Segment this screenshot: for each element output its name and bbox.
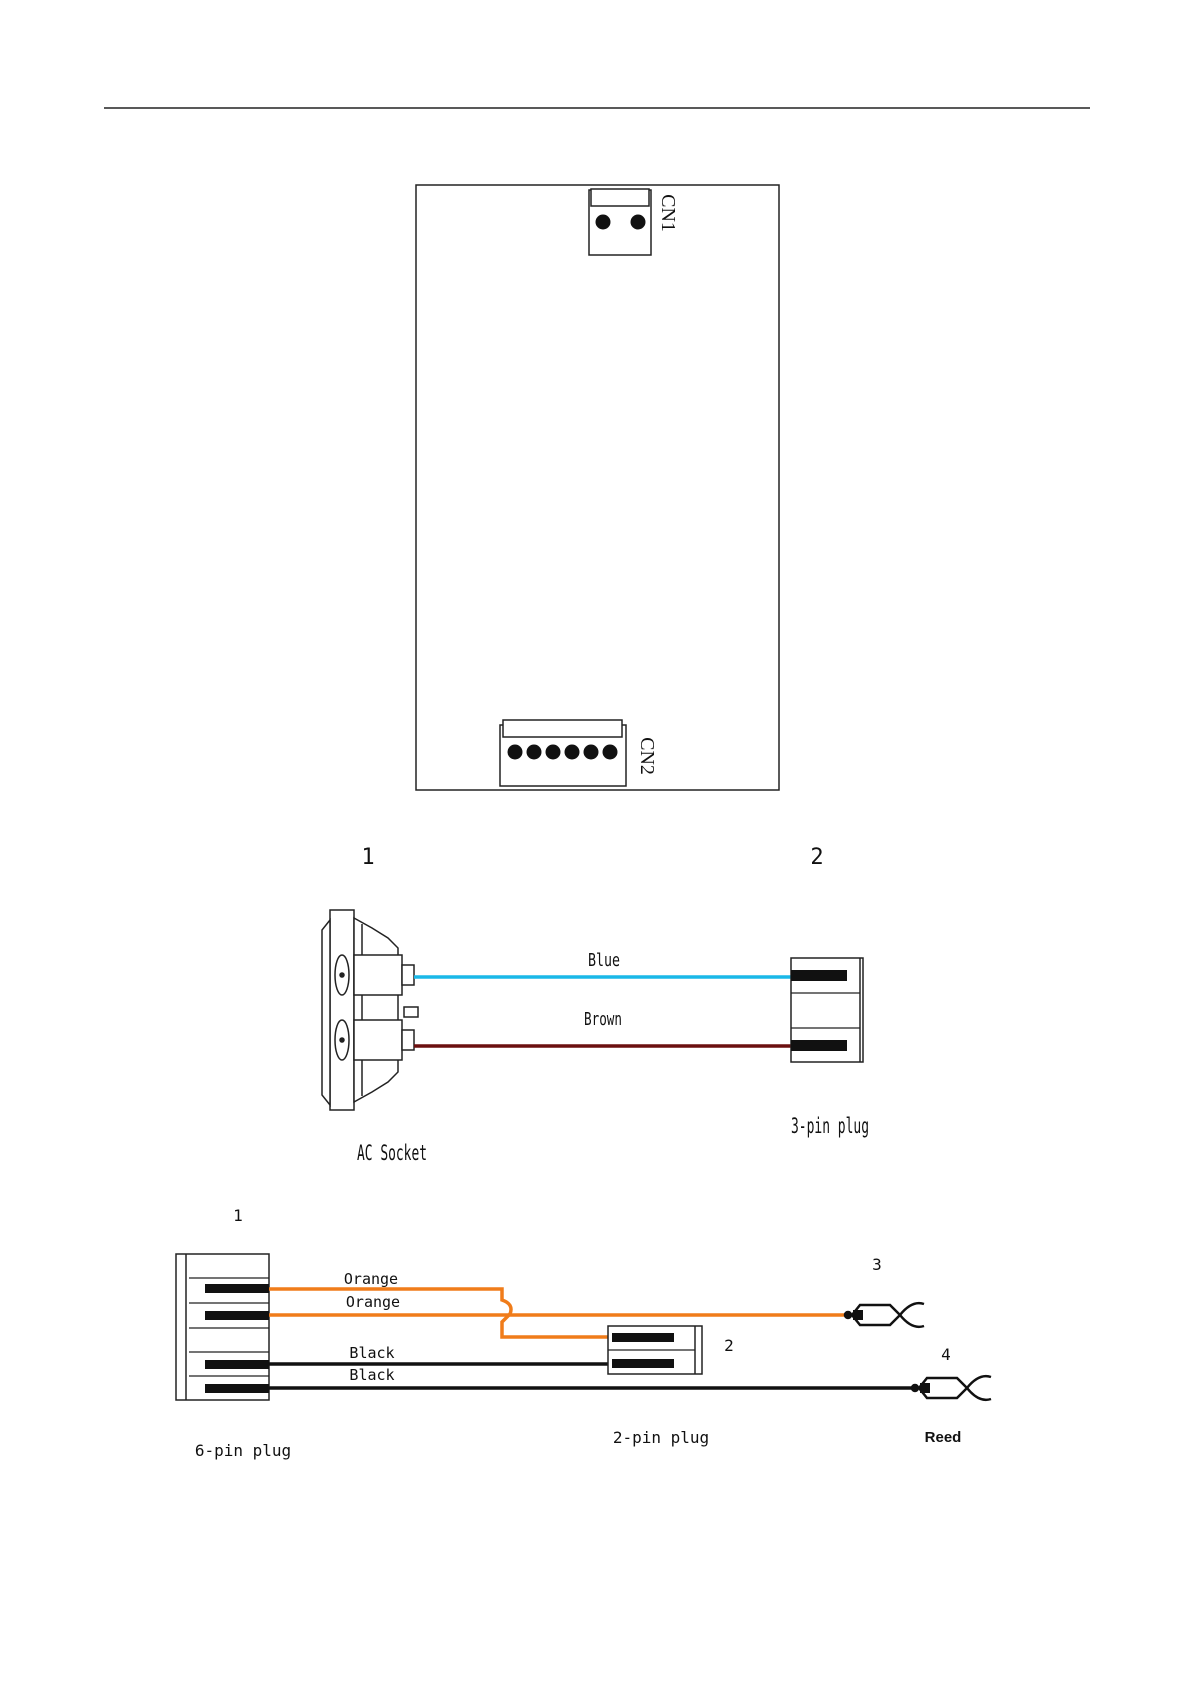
two-pin-plug: [608, 1326, 702, 1374]
orange-wire-1: [269, 1289, 612, 1337]
pcb-board: CN1 CN2: [416, 185, 779, 790]
reed-terminal-3: [845, 1303, 924, 1327]
sensor-index-4: 4: [941, 1345, 951, 1364]
three-pin-plug-label: 3-pin plug: [791, 1114, 869, 1138]
black-wire-label-2: Black: [349, 1366, 394, 1384]
three-pin-plug: [791, 958, 863, 1062]
power-index-2: 2: [810, 845, 823, 870]
orange-wire-label-1: Orange: [344, 1270, 398, 1288]
cn2-label: CN2: [636, 737, 658, 775]
cn1-connector: [589, 189, 651, 255]
sensor-index-1: 1: [233, 1206, 243, 1225]
sensor-index-2: 2: [724, 1336, 734, 1355]
six-pin-plug-label: 6-pin plug: [195, 1441, 291, 1460]
ac-socket-label: AC Socket: [357, 1141, 427, 1165]
cn1-label: CN1: [657, 194, 679, 232]
black-wire-label-1: Black: [349, 1344, 394, 1362]
power-wiring: 1 2 Blue Brown: [322, 845, 869, 1165]
cn2-connector: [500, 720, 626, 786]
reed-label: Reed: [925, 1429, 962, 1446]
sensor-wiring: 1 3 2 4 Orange Orange Black Black: [176, 1206, 991, 1460]
six-pin-plug: [176, 1254, 269, 1400]
blue-wire-label: Blue: [588, 950, 620, 971]
reed-terminal-4: [912, 1376, 991, 1400]
power-index-1: 1: [361, 845, 374, 870]
sensor-index-3: 3: [872, 1255, 882, 1274]
brown-wire-label: Brown: [584, 1009, 622, 1030]
orange-wire-label-2: Orange: [346, 1293, 400, 1311]
ac-socket: [322, 910, 418, 1110]
two-pin-plug-label: 2-pin plug: [613, 1428, 709, 1447]
